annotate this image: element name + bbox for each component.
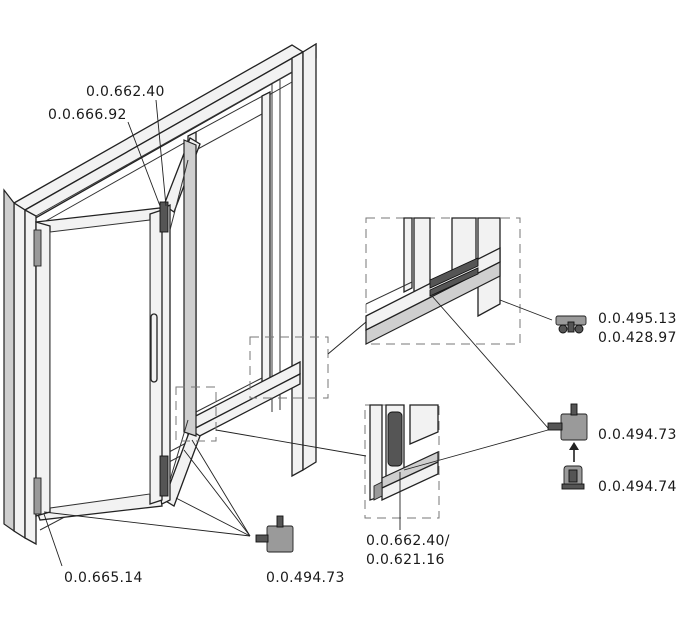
leader-lines [43,99,553,567]
front-leaf [33,201,169,521]
folding-leaf [159,137,201,507]
label-detail-part-b: 0.0.621.16 [366,552,445,568]
rear-panel [187,90,271,434]
pivot-bottom [159,455,169,497]
detail-pivot [364,404,440,519]
label-guide-lower: 0.0.494.74 [598,479,677,495]
label-rail-part-b: 0.0.428.97 [598,330,677,346]
guide-block-icon-upper [547,403,588,441]
outer-frame [3,42,317,546]
label-top-part-b: 0.0.666.92 [48,107,127,123]
label-guide-upper: 0.0.494.73 [598,427,677,443]
callout-region-bottom [175,386,217,442]
hinge-top [33,229,42,267]
pivot-top [159,201,169,233]
guide-roller-icon-lower [561,465,585,490]
hinge-bottom [33,477,42,515]
label-hinge-part: 0.0.665.14 [64,570,143,586]
label-bottom-guide: 0.0.494.73 [266,570,345,586]
label-top-part-a: 0.0.662.40 [86,84,165,100]
callout-region-track [249,336,329,399]
roller-carriage-icon [555,315,587,334]
detail-rail [365,217,521,345]
label-rail-part-a: 0.0.495.13 [598,311,677,327]
door-handle [150,313,158,383]
arrow-up-icon [569,442,579,462]
label-detail-part-a: 0.0.662.40/ [366,533,450,549]
guide-block-icon-bottom [255,515,294,553]
